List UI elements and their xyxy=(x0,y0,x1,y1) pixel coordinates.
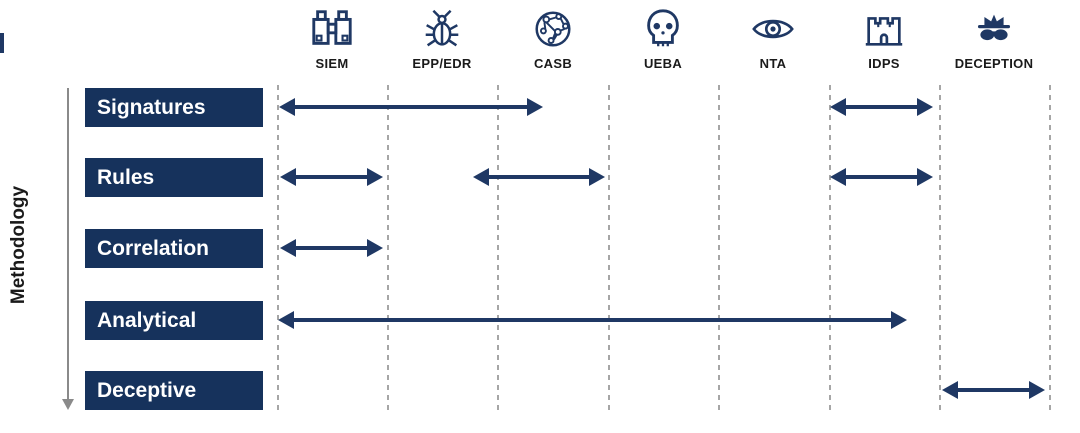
arrowhead-left-icon xyxy=(830,168,846,186)
column-ueba: UEBA xyxy=(608,6,718,71)
arrowhead-left-icon xyxy=(279,98,295,116)
column-label: DECEPTION xyxy=(954,56,1034,71)
arrowhead-left-icon xyxy=(280,168,296,186)
arrow-shaft xyxy=(841,175,922,179)
column-divider-dashed-line xyxy=(497,85,499,410)
column-label: NTA xyxy=(759,56,787,71)
arrowhead-right-icon xyxy=(1029,381,1045,399)
column-label: CASB xyxy=(533,56,573,71)
arrowhead-right-icon xyxy=(917,98,933,116)
coverage-arrow-correlation-siem xyxy=(280,239,383,257)
arrow-shaft xyxy=(289,318,896,322)
arrow-shaft xyxy=(290,105,532,109)
column-epp-edr: EPP/EDR xyxy=(387,6,497,71)
coverage-arrow-analytical-siem-to-idps xyxy=(278,311,907,329)
column-divider-dashed-line xyxy=(718,85,720,410)
column-divider-dashed-line xyxy=(1049,85,1051,410)
arrowhead-right-icon xyxy=(917,168,933,186)
column-deception: DECEPTION xyxy=(939,6,1049,71)
methodology-axis-label: Methodology xyxy=(8,185,29,305)
column-label: EPP/EDR xyxy=(412,56,472,71)
arrowhead-left-icon xyxy=(942,381,958,399)
column-divider-dashed-line xyxy=(939,85,941,410)
arrow-shaft xyxy=(841,105,922,109)
globe-network-icon xyxy=(530,6,576,52)
arrowhead-left-icon xyxy=(830,98,846,116)
methodology-axis-arrowhead-icon xyxy=(62,399,74,410)
arrowhead-right-icon xyxy=(367,168,383,186)
arrow-shaft xyxy=(291,175,372,179)
arrowhead-right-icon xyxy=(589,168,605,186)
arrowhead-right-icon xyxy=(891,311,907,329)
coverage-arrow-rules-idps xyxy=(830,168,933,186)
left-edge-artifact xyxy=(0,33,4,53)
coverage-arrow-signatures-idps xyxy=(830,98,933,116)
eye-icon xyxy=(750,6,796,52)
arrow-shaft xyxy=(953,388,1034,392)
row-label-analytical: Analytical xyxy=(85,300,263,340)
column-casb: CASB xyxy=(498,6,608,71)
arrow-shaft xyxy=(291,246,372,250)
row-label-deceptive: Deceptive xyxy=(85,370,263,410)
coverage-arrow-rules-epp-edr-to-casb xyxy=(473,168,605,186)
fortress-icon xyxy=(861,6,907,52)
incognito-icon xyxy=(971,6,1017,52)
coverage-arrow-deceptive-deception xyxy=(942,381,1045,399)
column-divider-dashed-line xyxy=(608,85,610,410)
arrowhead-left-icon xyxy=(278,311,294,329)
arrowhead-right-icon xyxy=(527,98,543,116)
column-idps: IDPS xyxy=(829,6,939,71)
binoculars-icon xyxy=(309,6,355,52)
row-label-signatures: Signatures xyxy=(85,87,263,127)
coverage-arrow-rules-siem xyxy=(280,168,383,186)
arrowhead-left-icon xyxy=(473,168,489,186)
coverage-arrow-signatures-siem-to-casb xyxy=(279,98,543,116)
arrow-shaft xyxy=(484,175,594,179)
column-divider-dashed-line xyxy=(387,85,389,410)
column-nta: NTA xyxy=(718,6,828,71)
methodology-axis-line xyxy=(67,88,69,400)
column-label: SIEM xyxy=(315,56,349,71)
arrowhead-left-icon xyxy=(280,239,296,257)
bug-icon xyxy=(419,6,465,52)
column-siem: SIEM xyxy=(277,6,387,71)
arrowhead-right-icon xyxy=(367,239,383,257)
row-label-correlation: Correlation xyxy=(85,228,263,268)
column-label: UEBA xyxy=(643,56,683,71)
skull-icon xyxy=(640,6,686,52)
column-divider-dashed-line xyxy=(829,85,831,410)
column-divider-dashed-line xyxy=(277,85,279,410)
row-label-rules: Rules xyxy=(85,157,263,197)
column-label: IDPS xyxy=(868,56,900,71)
